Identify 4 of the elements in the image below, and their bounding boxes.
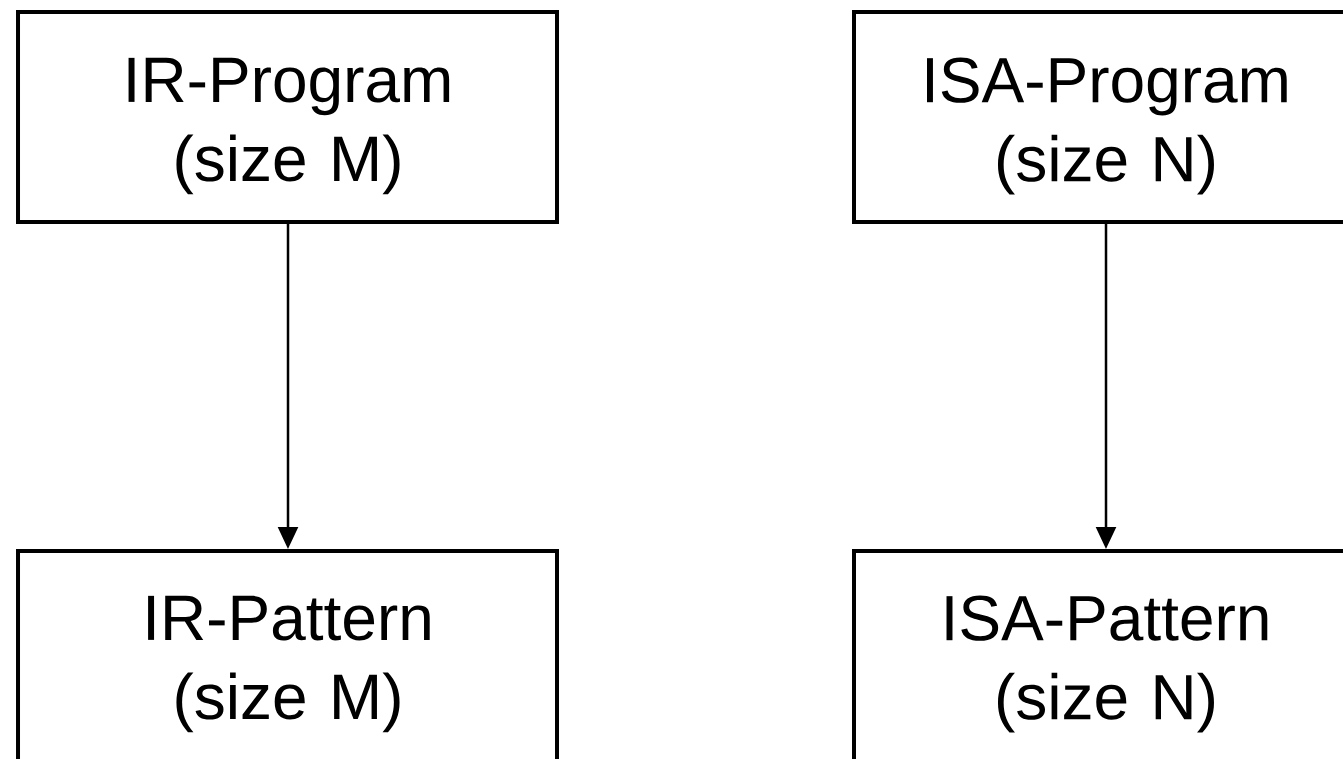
process-box: IR-Program (size M) — [16, 10, 559, 224]
process-box: IR-Pattern (size M) — [16, 549, 559, 759]
process-box: ISA-Program (size N) — [852, 10, 1343, 224]
process-box: ISA-Pattern (size N) — [852, 549, 1343, 759]
